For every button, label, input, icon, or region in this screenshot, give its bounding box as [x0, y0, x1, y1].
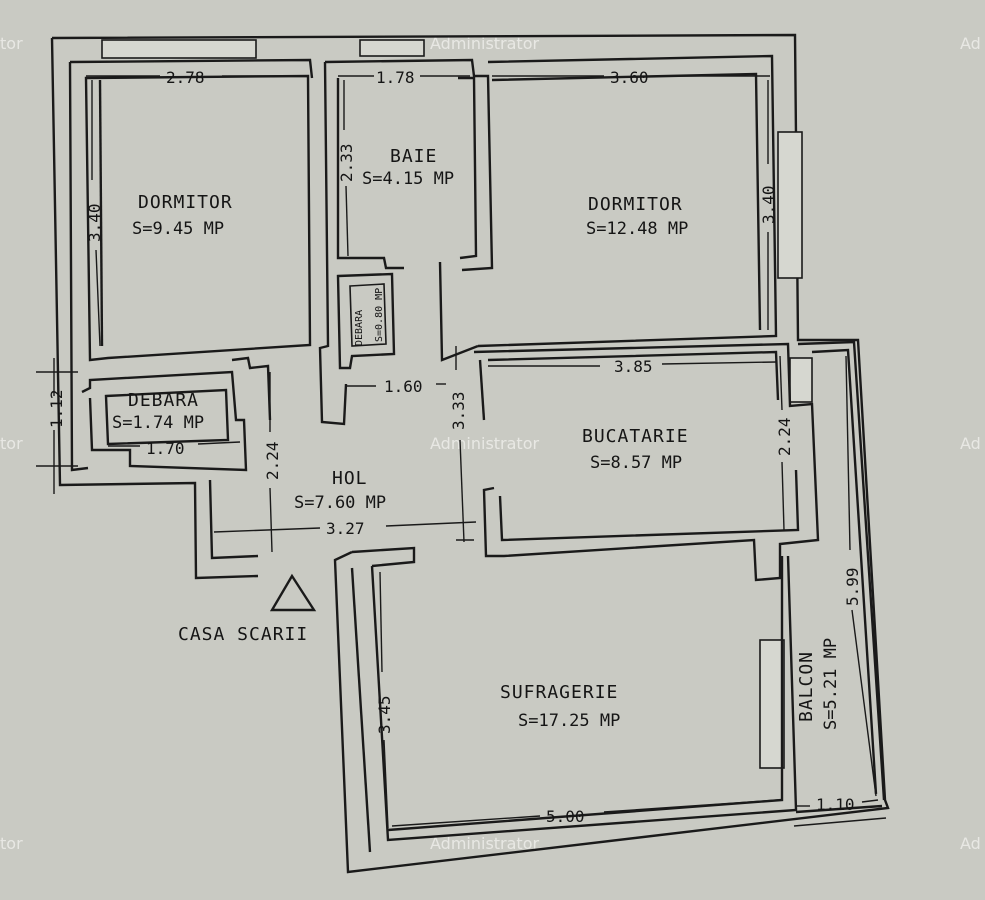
room-name-debara-small: DEBARA — [354, 310, 365, 346]
room-sufragerie — [350, 555, 798, 853]
room-dormitor-2 — [438, 54, 778, 362]
room-name-dormitor-1: DORMITOR — [138, 192, 233, 213]
dimension-label: 2.78 — [166, 68, 205, 87]
stairs-arrow-icon — [269, 573, 317, 612]
room-area-baie: S=4.15 MP — [362, 169, 454, 189]
watermark-partial: Ad — [960, 834, 981, 853]
room-area-dormitor-2: S=12.48 MP — [586, 219, 688, 239]
watermark-partial: tor — [0, 34, 23, 53]
room-debara — [81, 370, 248, 472]
room-bucatarie — [473, 342, 820, 582]
room-area-bucatarie: S=8.57 MP — [590, 453, 682, 473]
room-name-debara: DEBARA — [128, 390, 199, 411]
dimension-label: 5.00 — [546, 807, 585, 826]
outer-walls — [50, 33, 890, 874]
room-debara-small — [336, 272, 396, 370]
room-area-debara: S=1.74 MP — [112, 413, 204, 433]
room-balcon — [793, 340, 887, 827]
dimension-label: 3.33 — [449, 391, 468, 430]
dimension-label: 1.78 — [376, 68, 415, 87]
watermark-partial: tor — [0, 834, 23, 853]
dimension-label: 2.33 — [337, 143, 356, 182]
room-baie — [318, 58, 494, 426]
watermark: Administrator — [430, 834, 539, 853]
dimension-label: 3.40 — [85, 203, 104, 242]
dimension-label: 3.60 — [610, 68, 649, 87]
stairs-label: CASA SCARII — [178, 624, 308, 645]
watermark-partial: Ad — [960, 34, 981, 53]
dimension-label: 3.27 — [326, 519, 365, 538]
room-area-dormitor-1: S=9.45 MP — [132, 219, 224, 239]
dimension-label: 5.99 — [843, 567, 862, 606]
room-area-debara-small: S=0.80 MP — [374, 288, 385, 342]
watermark: Administrator — [430, 34, 539, 53]
dimension-label: 2.24 — [775, 417, 794, 456]
room-hol — [208, 479, 416, 568]
room-name-hol: HOL — [332, 468, 368, 489]
watermark-partial: tor — [0, 434, 23, 453]
watermark: Administrator — [430, 434, 539, 453]
room-name-dormitor-2: DORMITOR — [588, 194, 683, 215]
room-name-sufragerie: SUFRAGERIE — [500, 682, 618, 703]
dimension-label: 1.70 — [146, 439, 185, 458]
room-name-bucatarie: BUCATARIE — [582, 426, 689, 447]
watermark-partial: Ad — [960, 434, 981, 453]
room-dormitor-1 — [84, 74, 312, 421]
dimension-label: 2.24 — [263, 441, 282, 480]
dimension-label: 1.12 — [47, 389, 66, 428]
dimension-label: 3.40 — [759, 185, 778, 224]
room-area-hol: S=7.60 MP — [294, 493, 386, 513]
room-name-balcon: BALCON — [796, 651, 817, 722]
dimension-label: 3.85 — [614, 357, 653, 376]
room-area-balcon: S=5.21 MP — [821, 638, 841, 730]
dimension-lines — [36, 75, 879, 829]
room-name-baie: BAIE — [390, 146, 437, 167]
room-area-sufragerie: S=17.25 MP — [518, 711, 620, 731]
dimension-label: 1.60 — [384, 377, 423, 396]
dimension-label: 3.45 — [375, 695, 394, 734]
dimension-label: 1.10 — [816, 795, 855, 814]
